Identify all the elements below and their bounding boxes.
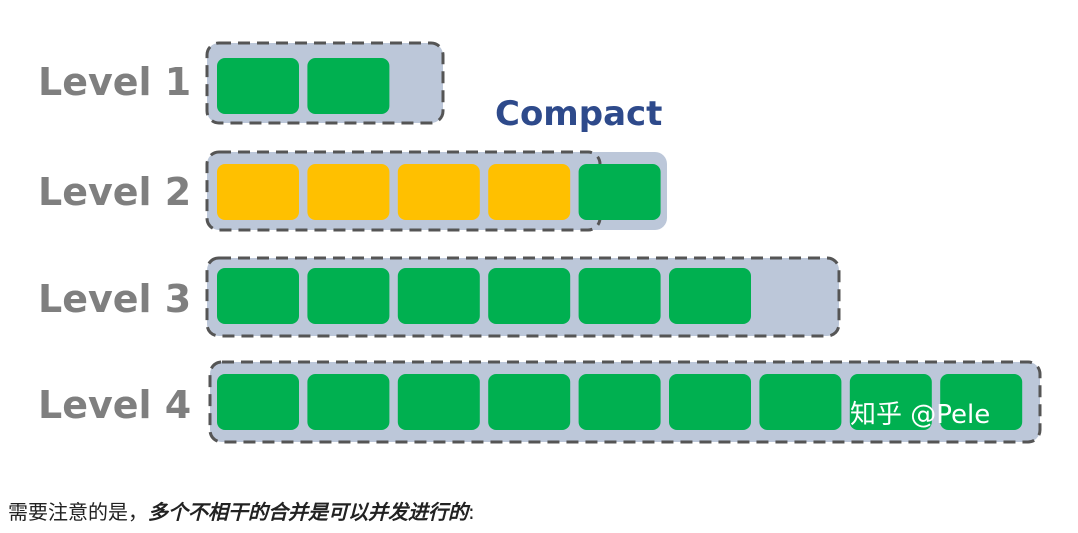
level-4-block-4 [488,374,571,430]
compact-label: Compact [495,94,662,134]
caption-suffix: : [468,500,475,524]
level-2-compact-region [205,150,602,232]
level-1-label: Level 1 [38,60,191,104]
level-2-block-3 [397,164,480,220]
level-4-block-1 [217,374,299,430]
level-4-block-9 [940,374,1023,430]
level-4-block-5 [578,374,661,430]
caption-prefix: 需要注意的是， [8,500,148,524]
level-3-block-1 [217,268,299,324]
level-3-block-3 [397,268,480,324]
level-3-label: Level 3 [38,277,191,321]
level-4-block-7 [759,374,842,430]
level-2-block-2 [307,164,390,220]
level-3-block-2 [307,268,390,324]
level-1-block-2 [307,58,390,114]
level-3-block-5 [578,268,661,324]
level-2-label: Level 2 [38,170,191,214]
blocks-group [217,58,1023,430]
level-2-block-5 [578,164,661,220]
level-1-block-1 [217,58,299,114]
caption-emphasis: 多个不相干的合并是可以并发进行的 [148,500,468,524]
level-4-block-8 [849,374,932,430]
level-4-block-3 [397,374,480,430]
level-3-block-6 [669,268,751,324]
level-4-label: Level 4 [38,383,191,427]
level-3-block-4 [488,268,571,324]
level-4-block-2 [307,374,390,430]
level-2-block-4 [488,164,571,220]
lsm-levels-diagram: Level 1 Level 2 Level 3 Level 4 Compact … [38,41,1042,444]
level-4-block-6 [669,374,751,430]
caption: 需要注意的是，多个不相干的合并是可以并发进行的: [8,496,475,525]
level-2-block-1 [217,164,299,220]
watermark: 知乎 @Pele [850,400,990,430]
